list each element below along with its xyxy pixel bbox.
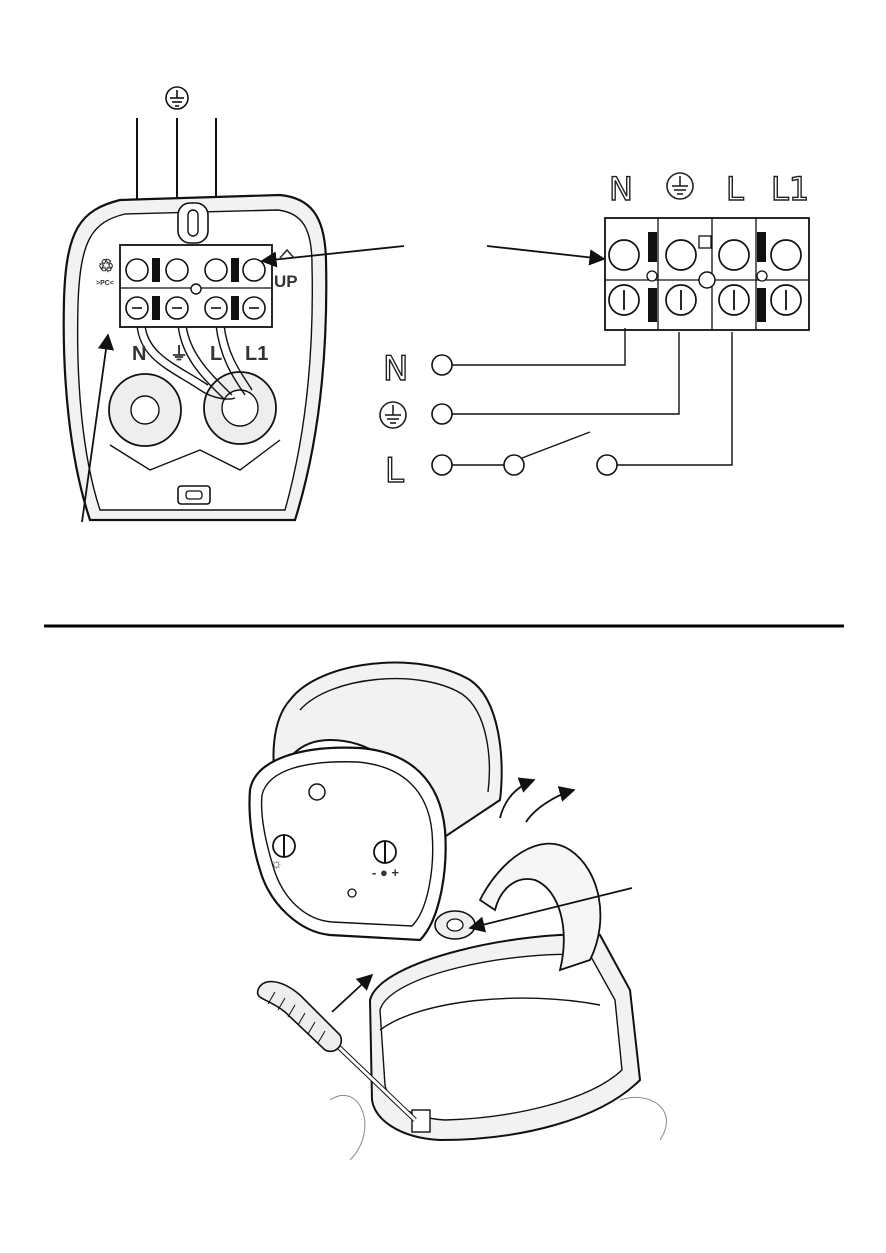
node-earth (432, 404, 452, 424)
timer-icon: - ● + (372, 865, 399, 880)
arrow-to-detail-block (487, 246, 604, 259)
housing-label-l1: L1 (245, 343, 268, 365)
housing-label-earth: ⏚ (170, 344, 188, 364)
source-label-n: N (383, 349, 408, 389)
node-l (432, 455, 452, 475)
recycle-icon: ♲ (98, 256, 114, 276)
sun-icon: ☼ (270, 855, 283, 871)
switch-node-b (597, 455, 617, 475)
switch-node-a (504, 455, 524, 475)
block-label-l: L (726, 170, 744, 208)
arrow-insert-direction (332, 975, 372, 1012)
housing-label-l: L (210, 343, 222, 365)
block-label-n: N (609, 170, 633, 208)
sensor-illustration: ☼ - ● + (249, 663, 666, 1160)
terminal-block-detail: N L L1 (605, 170, 809, 330)
rotate-arrow-1 (500, 780, 534, 818)
rotate-arrow-2 (526, 790, 574, 822)
recycle-code: >PC< (96, 280, 114, 287)
source-label-l: L (385, 451, 404, 491)
up-label: UP (274, 272, 298, 291)
earth-symbol-icon (166, 87, 188, 109)
node-n (432, 355, 452, 375)
block-label-l1: L1 (771, 170, 809, 208)
housing-label-n: N (132, 343, 146, 365)
source-label-earth-icon (380, 402, 406, 428)
housing-terminal-block (120, 245, 272, 327)
switch-lever (522, 432, 590, 458)
block-label-earth-icon (667, 173, 693, 199)
base-housing: ♲ >PC< UP N ⏚ L L1 (64, 195, 327, 520)
wiring-schematic: N L (380, 328, 732, 491)
